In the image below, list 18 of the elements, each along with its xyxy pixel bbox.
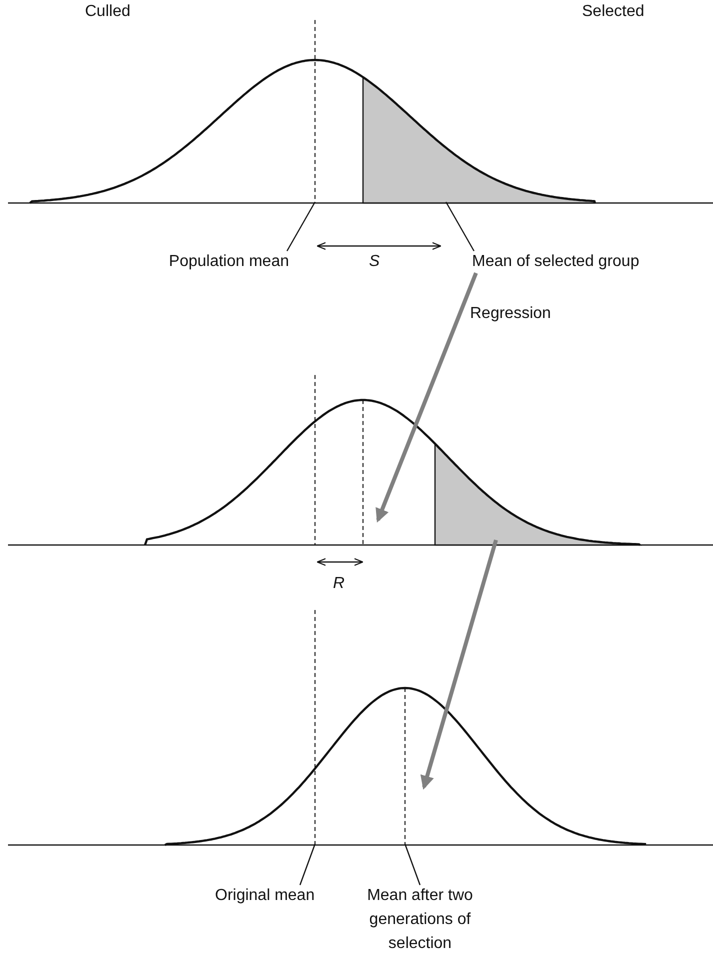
- leader-line: [445, 202, 475, 252]
- callout-label: Original mean: [215, 884, 315, 908]
- leader-line: [299, 844, 316, 886]
- leader-line: [404, 844, 421, 886]
- curve-drawing: [144, 398, 642, 546]
- curve-drawing: [164, 686, 646, 846]
- dimension-label: S: [369, 252, 380, 272]
- region-label: Selected: [582, 2, 644, 22]
- leader-line: [286, 202, 316, 252]
- callout-label: Mean of selected group: [472, 250, 640, 274]
- dimension-label: R: [333, 574, 345, 594]
- curve-drawing: [30, 58, 596, 204]
- arrow: [376, 272, 478, 523]
- edge-label: Regression: [470, 304, 551, 324]
- callout-label: Mean after two generations of selection: [352, 884, 488, 956]
- region-label: Culled: [85, 2, 130, 22]
- arrow: [420, 539, 498, 790]
- callout-label: Population mean: [168, 250, 289, 274]
